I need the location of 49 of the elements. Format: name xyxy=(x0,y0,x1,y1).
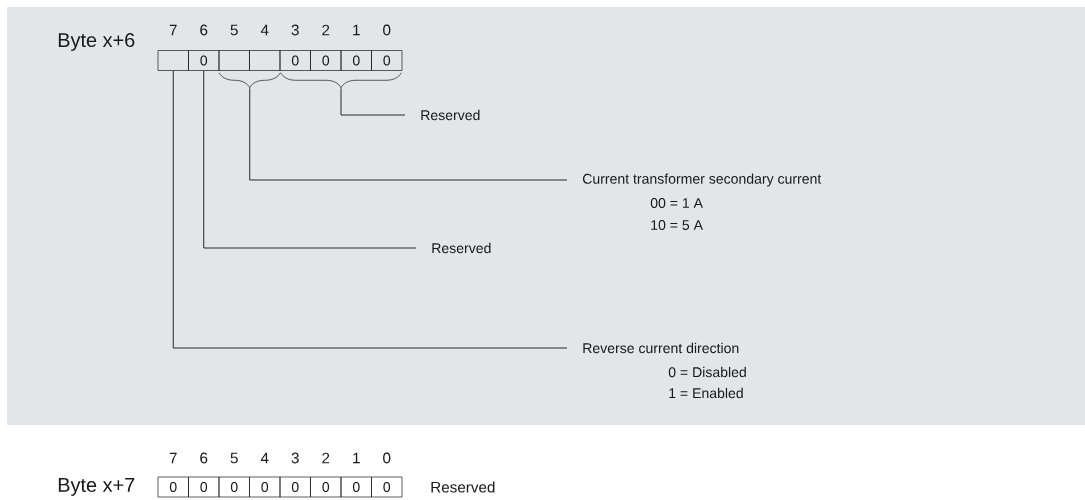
bit-cell: 0 xyxy=(188,50,220,71)
value-text: 10 = 5 A xyxy=(651,220,703,230)
bit-number: 3 xyxy=(291,24,299,36)
leader-line xyxy=(172,70,568,349)
byte-label: Byte x+7 xyxy=(58,478,135,496)
bit-number: 2 xyxy=(322,452,330,464)
bit-number: 0 xyxy=(383,452,391,464)
bit-number: 7 xyxy=(169,452,177,464)
bit-cell: 0 xyxy=(218,476,250,498)
bit-number: 5 xyxy=(230,24,238,36)
bit-cell: 0 xyxy=(310,50,342,71)
bit-cell: 0 xyxy=(340,476,372,498)
bit-cell: 0 xyxy=(188,476,220,498)
bit-cell xyxy=(249,50,281,71)
brace xyxy=(218,72,281,89)
description-text: Reserved xyxy=(432,242,491,254)
byte-label: Byte x+6 xyxy=(58,33,135,51)
description-text: Reserved xyxy=(421,109,480,121)
bit-number: 6 xyxy=(200,24,208,36)
bit-cell: 0 xyxy=(340,50,372,71)
value-text: 00 = 1 A xyxy=(650,198,703,208)
bit-number: 7 xyxy=(169,24,177,36)
bit-cell xyxy=(157,50,189,71)
bit-cell: 0 xyxy=(157,476,189,498)
leader-line xyxy=(203,70,417,249)
description-text: Reserved xyxy=(431,481,495,493)
value-text: 1 = Enabled xyxy=(669,387,743,399)
bit-number: 6 xyxy=(200,452,208,464)
brace xyxy=(280,72,402,89)
bit-cell: 0 xyxy=(371,476,403,498)
bit-number: 1 xyxy=(353,24,360,36)
description-text: Current transformer secondary current xyxy=(582,173,822,187)
bit-number: 1 xyxy=(353,452,360,464)
bit-number: 2 xyxy=(322,24,330,36)
value-text: 0 = Disabled xyxy=(668,366,746,378)
bit-number: 0 xyxy=(383,24,391,36)
bit-number: 4 xyxy=(260,24,269,36)
bit-cell xyxy=(218,50,250,71)
bit-cell: 0 xyxy=(249,476,281,498)
bit-number: 4 xyxy=(260,452,269,464)
leader-line xyxy=(249,87,568,181)
bit-cell: 0 xyxy=(371,50,403,71)
bit-number: 5 xyxy=(230,452,238,464)
bit-cell: 0 xyxy=(279,476,311,498)
bit-cell: 0 xyxy=(310,476,342,498)
bit-cell: 0 xyxy=(279,50,311,71)
bit-number: 3 xyxy=(291,452,299,464)
leader-line xyxy=(340,87,406,116)
description-text: Reverse current direction xyxy=(583,342,739,354)
